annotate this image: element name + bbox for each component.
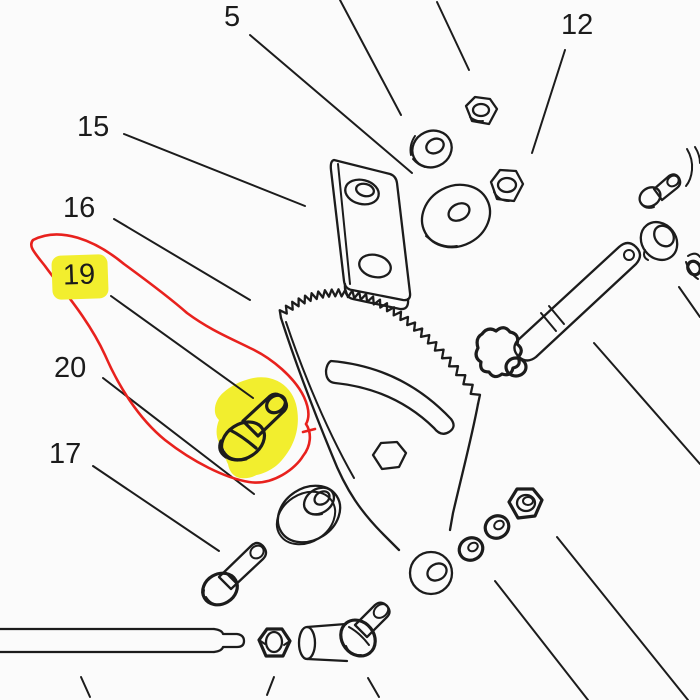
leader-stub-2	[266, 676, 275, 696]
washer-stack	[457, 487, 544, 562]
plate-bracket	[329, 158, 412, 311]
tie-rod-nut	[257, 627, 292, 658]
part-label-16: 16	[63, 192, 96, 224]
red-annotation-circle	[29, 233, 317, 484]
pivot-rod	[513, 241, 642, 362]
leader-16	[113, 218, 251, 301]
edge-fragment-top-right	[685, 146, 700, 187]
leader-17	[92, 465, 220, 552]
flanged-disc-washer	[420, 183, 492, 249]
yellow-highlight-bolt	[214, 377, 298, 479]
cone-grommet	[275, 484, 342, 546]
horizontal-tie-rod	[0, 627, 246, 654]
ball-joint-elbow	[339, 601, 391, 658]
leader-5	[249, 34, 413, 174]
leader-stub-1	[80, 676, 91, 698]
spacer-bushing	[409, 129, 453, 169]
edge-fragment-mid-right	[685, 252, 700, 280]
sleeve-cylinder	[297, 622, 349, 663]
gear-teeth	[278, 288, 482, 406]
leader-12	[531, 49, 566, 154]
part-label-15: 15	[77, 111, 110, 143]
hex-nut-right	[489, 168, 525, 203]
small-bolt-right	[638, 173, 682, 209]
part-label-17: 17	[49, 438, 82, 470]
sector-gear	[278, 288, 482, 596]
leader-stub-3	[367, 677, 380, 698]
part-label-19-highlighted: 19	[51, 254, 110, 300]
hex-bolt-17	[201, 541, 268, 607]
leader-bottom-2	[556, 536, 689, 700]
part-label-20: 20	[54, 352, 87, 384]
gear-slot	[324, 359, 455, 435]
part-label-5: 5	[224, 1, 241, 33]
gear-arm-eye	[408, 550, 454, 596]
hex-nut-top	[464, 95, 499, 126]
leader-19	[110, 295, 254, 399]
leader-top-edge	[339, 0, 402, 116]
spacer-tube-right	[639, 220, 679, 262]
leader-right-1	[593, 342, 700, 465]
leader-bottom-1	[494, 580, 589, 700]
leader-right-2	[678, 286, 700, 318]
part-label-12: 12	[561, 9, 594, 41]
leader-top-edge-2	[436, 1, 470, 71]
leader-lines	[80, 0, 700, 700]
shoulder-bolt-highlighted	[218, 392, 289, 462]
gear-hex-hole	[371, 440, 408, 471]
castellated-washer	[474, 326, 528, 379]
leader-15	[123, 133, 306, 207]
